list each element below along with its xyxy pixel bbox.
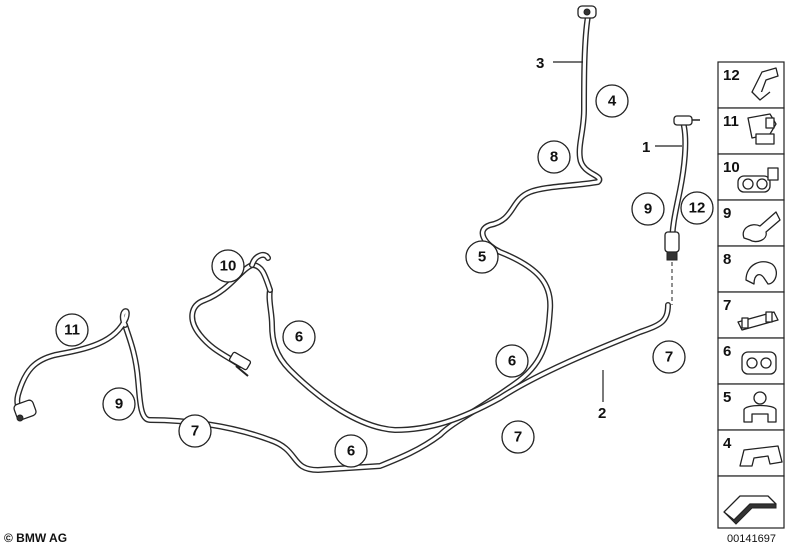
svg-text:12: 12 xyxy=(723,67,740,84)
svg-text:10: 10 xyxy=(723,159,740,176)
legend-box-arrow xyxy=(717,475,785,529)
line-label-1: 1 xyxy=(642,139,650,156)
svg-text:6: 6 xyxy=(508,353,516,370)
callout-4: 4 xyxy=(595,84,629,118)
svg-text:5: 5 xyxy=(478,249,486,266)
svg-text:11: 11 xyxy=(64,322,80,339)
line-label-3: 3 xyxy=(536,55,544,72)
callout-12: 12 xyxy=(680,191,714,225)
legend-box-12: 12 xyxy=(717,61,785,109)
copyright-text: © BMW AG xyxy=(4,531,68,545)
svg-text:9: 9 xyxy=(723,205,731,222)
diagram-id: 00141697 xyxy=(727,533,776,545)
legend-box-7: 7 xyxy=(717,291,785,339)
callout-6-center: 6 xyxy=(282,320,316,354)
right-filter xyxy=(664,231,680,261)
svg-text:6: 6 xyxy=(347,443,355,460)
line-label-2: 2 xyxy=(598,405,606,422)
legend-box-9: 9 xyxy=(717,199,785,247)
svg-text:8: 8 xyxy=(550,149,558,166)
callout-9-right: 9 xyxy=(631,192,665,226)
callout-10: 10 xyxy=(211,249,245,283)
callout-6-bottom: 6 xyxy=(334,434,368,468)
svg-text:4: 4 xyxy=(608,93,617,110)
svg-text:7: 7 xyxy=(191,423,199,440)
pipe-line-1 xyxy=(669,119,689,305)
legend-box-11: 11 xyxy=(717,107,785,155)
svg-text:12: 12 xyxy=(689,200,706,217)
svg-text:11: 11 xyxy=(723,113,739,130)
callout-7-left: 7 xyxy=(178,414,212,448)
pipe-center-branch xyxy=(189,251,273,368)
right-connector xyxy=(673,115,700,126)
callout-7-right: 7 xyxy=(652,340,686,374)
pipe-line-2 xyxy=(266,287,671,433)
svg-text:9: 9 xyxy=(644,201,652,218)
callout-5: 5 xyxy=(465,240,499,274)
svg-text:8: 8 xyxy=(723,251,731,268)
svg-text:5: 5 xyxy=(723,389,731,406)
left-connector xyxy=(13,399,37,422)
svg-text:7: 7 xyxy=(723,297,731,314)
svg-text:10: 10 xyxy=(220,258,237,275)
legend-box-10: 10 xyxy=(717,153,785,201)
callout-8: 8 xyxy=(537,140,571,174)
svg-text:7: 7 xyxy=(514,429,522,446)
svg-text:7: 7 xyxy=(665,349,673,366)
top-connector xyxy=(577,5,597,19)
callout-7-bottom: 7 xyxy=(501,420,535,454)
svg-text:4: 4 xyxy=(723,435,732,452)
svg-text:6: 6 xyxy=(295,329,303,346)
legend-box-5: 5 xyxy=(717,383,785,431)
legend-box-8: 8 xyxy=(717,245,785,293)
callout-9-left: 9 xyxy=(102,387,136,421)
legend-box-6: 6 xyxy=(717,337,785,385)
center-connector xyxy=(228,351,252,377)
svg-text:6: 6 xyxy=(723,343,731,360)
svg-text:9: 9 xyxy=(115,396,123,413)
callout-6-right: 6 xyxy=(495,344,529,378)
pipe-left-loop xyxy=(14,308,130,414)
callout-11: 11 xyxy=(55,313,89,347)
legend-box-4: 4 xyxy=(717,429,785,477)
pipe-line-3 xyxy=(122,13,603,473)
